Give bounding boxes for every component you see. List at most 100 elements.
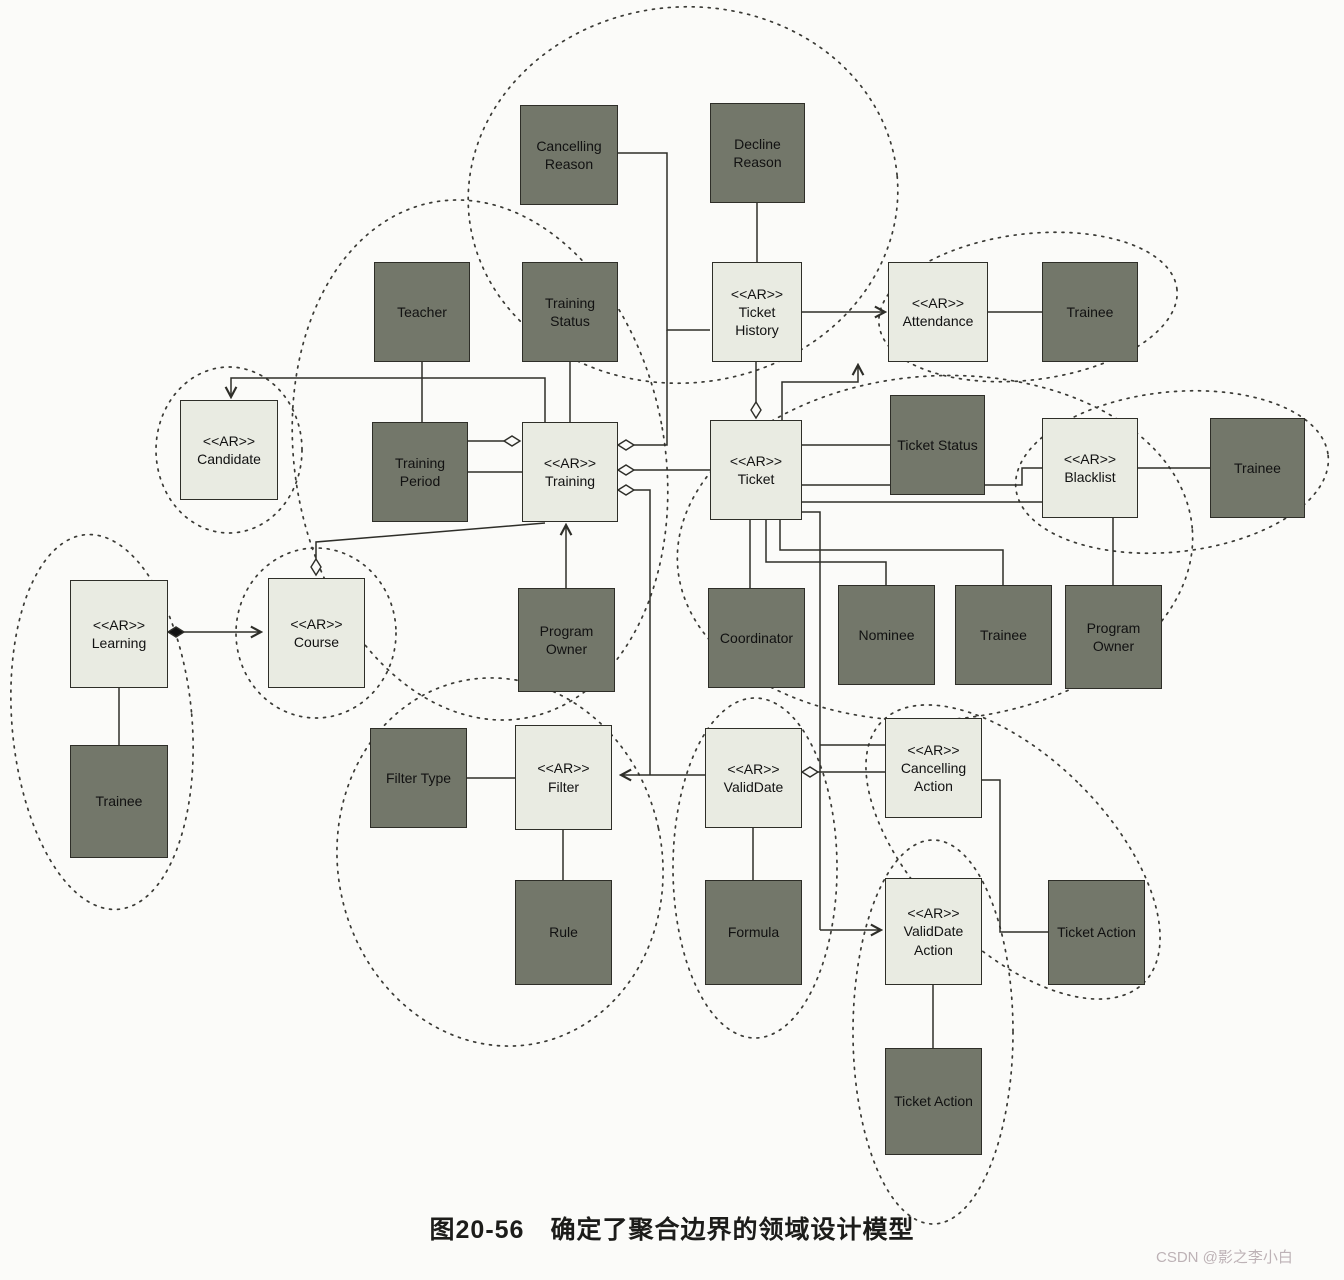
node-label: Course bbox=[293, 634, 340, 650]
node-label: Ticket Action bbox=[894, 1093, 973, 1110]
node-label: Training bbox=[544, 473, 596, 489]
node-label: Trainee bbox=[1066, 303, 1114, 320]
node-label: ValidDate Action bbox=[903, 923, 964, 958]
edge-course-training bbox=[315, 522, 546, 559]
node-validdate-action: <<AR>> ValidDate Action bbox=[885, 878, 982, 985]
node-label: Decline Reason bbox=[733, 135, 782, 170]
node-label: Formula bbox=[727, 924, 780, 941]
boundary-cancelling-action bbox=[865, 704, 1161, 1000]
stereotype-label: <<AR>> bbox=[92, 616, 146, 633]
node-label: Learning bbox=[91, 635, 147, 651]
figure-number: 图20-56 bbox=[429, 1216, 525, 1244]
node-course: <<AR>> Course bbox=[268, 578, 365, 688]
stereotype-label: <<AR>> bbox=[290, 615, 343, 632]
node-label: Trainee bbox=[1234, 459, 1281, 476]
edge-ticket-action-trunk bbox=[802, 511, 821, 930]
node-ticket: <<AR>> Ticket bbox=[710, 420, 802, 520]
edge-training-ticket-history-branch bbox=[634, 330, 668, 446]
stereotype-label: <<AR>> bbox=[729, 452, 783, 469]
boundary-blacklist bbox=[1014, 389, 1330, 555]
node-ticket-action-bottom: Ticket Action bbox=[885, 1048, 982, 1155]
boundary-ticket bbox=[676, 374, 1194, 722]
stereotype-label: <<AR>> bbox=[730, 285, 784, 302]
diamond-training-right-1 bbox=[616, 439, 636, 451]
diamond-validdate-right bbox=[800, 766, 820, 778]
boundary-candidate bbox=[155, 366, 303, 534]
node-ticket-action-right: Ticket Action bbox=[1048, 880, 1145, 985]
node-label: Ticket bbox=[737, 471, 775, 487]
node-filter: <<AR>> Filter bbox=[515, 725, 612, 830]
node-cancelling-action: <<AR>> Cancelling Action bbox=[885, 718, 982, 818]
boundary-learning bbox=[10, 533, 194, 911]
node-learning: <<AR>> Learning bbox=[70, 580, 168, 688]
boundary-training bbox=[291, 199, 669, 721]
node-label: Cancelling Reason bbox=[536, 137, 602, 172]
boundary-course bbox=[235, 547, 397, 719]
node-formula: Formula bbox=[705, 880, 802, 985]
node-blacklist: <<AR>> Blacklist bbox=[1042, 418, 1138, 518]
node-validdate: <<AR>> ValidDate bbox=[705, 728, 802, 828]
stereotype-label: <<AR>> bbox=[907, 741, 960, 758]
diamond-training-right-2 bbox=[616, 464, 636, 476]
node-label: Program Owner bbox=[539, 622, 594, 657]
edge-training-candidate bbox=[231, 377, 546, 422]
node-training-status: Training Status bbox=[522, 262, 618, 362]
node-training-period: Training Period bbox=[372, 422, 468, 522]
node-label: Nominee bbox=[858, 626, 915, 643]
node-label: Candidate bbox=[197, 451, 261, 467]
node-ticket-status: Ticket Status bbox=[890, 395, 985, 495]
edge-cancelling-reason-ticket-history bbox=[618, 152, 710, 331]
node-candidate: <<AR>> Candidate bbox=[180, 400, 278, 500]
node-trainee-learning: Trainee bbox=[70, 745, 168, 858]
node-filter-type: Filter Type bbox=[370, 728, 467, 828]
node-cancelling-reason: Cancelling Reason bbox=[520, 105, 618, 205]
node-nominee: Nominee bbox=[838, 585, 935, 685]
node-trainee-blacklist: Trainee bbox=[1210, 418, 1305, 518]
node-ticket-history: <<AR>> Ticket History bbox=[712, 262, 802, 362]
node-label: Coordinator bbox=[719, 629, 794, 646]
node-label: Program Owner bbox=[1086, 619, 1141, 654]
node-label: Ticket History bbox=[735, 303, 779, 339]
node-label: Filter bbox=[547, 778, 580, 795]
node-label: Ticket Action bbox=[1057, 924, 1136, 941]
node-label: Rule bbox=[549, 924, 578, 941]
node-label: Trainee bbox=[980, 626, 1027, 643]
boundary-validdate bbox=[672, 697, 838, 1039]
boundary-attendance bbox=[878, 231, 1178, 383]
node-label: Training Period bbox=[394, 454, 446, 489]
node-program-owner-training: Program Owner bbox=[518, 588, 615, 692]
node-label: Cancelling Action bbox=[900, 759, 967, 795]
node-label: Training Status bbox=[544, 294, 596, 329]
node-label: Ticket Status bbox=[897, 436, 978, 453]
node-coordinator: Coordinator bbox=[708, 588, 805, 688]
node-trainee-attendance: Trainee bbox=[1042, 262, 1138, 362]
aggregation-diamonds bbox=[166, 400, 820, 778]
edge-ticket-attendance bbox=[781, 365, 858, 420]
node-label: Blacklist bbox=[1064, 469, 1116, 485]
node-label: ValidDate bbox=[723, 779, 784, 795]
node-decline-reason: Decline Reason bbox=[710, 103, 805, 203]
node-label: Filter Type bbox=[385, 769, 452, 786]
node-program-owner-ticket: Program Owner bbox=[1065, 585, 1162, 689]
stereotype-label: <<AR>> bbox=[537, 760, 590, 777]
edge-ticket-nominee bbox=[765, 520, 887, 585]
watermark-text: CSDN @影之李小白 bbox=[1156, 1249, 1293, 1266]
node-label: Attendance bbox=[902, 313, 974, 329]
node-rule: Rule bbox=[515, 880, 612, 985]
stereotype-label: <<AR>> bbox=[907, 905, 960, 922]
boundary-ticket-history bbox=[467, 5, 899, 385]
edge-cancelling-action-ticket-action bbox=[982, 779, 1048, 933]
node-training: <<AR>> Training bbox=[522, 422, 618, 522]
node-trainee-ticket: Trainee bbox=[955, 585, 1052, 685]
diamond-learning-filled bbox=[166, 626, 186, 638]
edge-training-filter-branch bbox=[634, 489, 651, 775]
stereotype-label: <<AR>> bbox=[1063, 450, 1117, 467]
node-label: Teacher bbox=[397, 303, 447, 320]
figure-caption: 图20-56 确定了聚合边界的领域设计模型 bbox=[0, 1210, 1344, 1246]
edge-ticket-trainee bbox=[779, 520, 1004, 585]
node-teacher: Teacher bbox=[374, 262, 470, 362]
figure-title: 确定了聚合边界的领域设计模型 bbox=[550, 1216, 915, 1244]
node-label: Trainee bbox=[95, 793, 143, 810]
stereotype-label: <<AR>> bbox=[202, 432, 256, 449]
